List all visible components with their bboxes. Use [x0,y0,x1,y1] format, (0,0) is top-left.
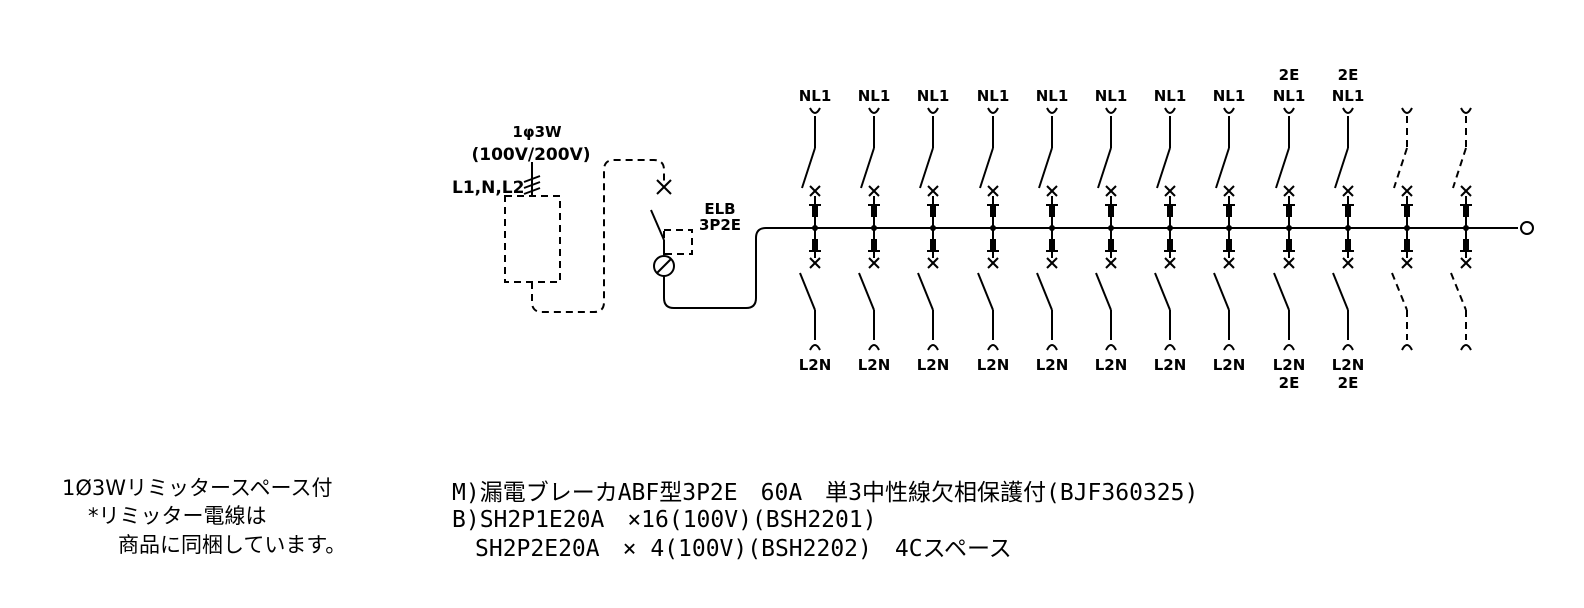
note-limiter-space: 1Ø3Wリミッタースペース付 [62,476,332,500]
branch-bottom-label: L2N [917,356,950,374]
limiter-space-box [504,195,561,283]
bus-terminal [1520,221,1534,235]
branch-circuits: NL1L2NNL1L2NNL1L2NNL1L2NNL1L2NNL1L2NNL1L… [799,66,1472,392]
branch-bottom-label: L2N [1095,356,1128,374]
branch-12 [1450,107,1472,351]
branch-top-label: NL1 [1095,87,1128,105]
spec-main-breaker: M)漏電ブレーカABF型3P2E 60A 単3中性線欠相保護付(BJF36032… [452,480,1198,506]
supply-voltage-label: (100V/200V) [471,145,590,165]
branch-top-label: NL1 [917,87,950,105]
bus-junction [871,225,877,231]
bus-junction [1108,225,1114,231]
limiter-wire [531,159,665,313]
branch-bottom-label: L2N [799,356,832,374]
branch-top-label: NL1 [977,87,1010,105]
branch-top-label: NL1 [1332,87,1365,105]
branch-bottom-extra-label: 2E [1338,374,1359,392]
bus-junction [1167,225,1173,231]
supply-phase-label: 1φ3W [512,123,562,141]
branch-bottom-label: L2N [1273,356,1306,374]
bus-junction [1286,225,1292,231]
bus-junction [1049,225,1055,231]
branch-bottom-extra-label: 2E [1279,374,1300,392]
supply-lines-label: L1,N,L2 [452,178,524,198]
supply-conductor [523,162,541,196]
spec-branch-breaker-2: SH2P2E20A × 4(100V)(BSH2202) 4Cスペース [452,536,1012,562]
bus-junction [1463,225,1469,231]
branch-top-label: NL1 [799,87,832,105]
branch-top-extra-label: 2E [1338,66,1359,84]
branch-bottom-label: L2N [1332,356,1365,374]
branch-top-label: NL1 [1213,87,1246,105]
branch-top-extra-label: 2E [1279,66,1300,84]
note-included: 商品に同梱しています。 [118,533,346,557]
spec-branch-breaker-1: B)SH2P1E20A ×16(100V)(BSH2201) [452,507,877,533]
bus-junction [990,225,996,231]
main-breaker-poles: 3P2E [699,216,741,234]
bus-junction [1404,225,1410,231]
branch-top-label: NL1 [1273,87,1306,105]
branch-bottom-label: L2N [1036,356,1069,374]
bus-junction [930,225,936,231]
main-breaker-symbol [650,179,693,298]
bus-junction [1226,225,1232,231]
branch-top-label: NL1 [1154,87,1187,105]
bus-junction [1345,225,1351,231]
branch-11 [1391,107,1413,351]
bus-junction [812,225,818,231]
branch-bottom-label: L2N [1154,356,1187,374]
main-breaker-name: ELB [704,200,735,218]
branch-bottom-label: L2N [977,356,1010,374]
note-limiter-wire: *リミッター電線は [88,504,267,528]
branch-top-label: NL1 [1036,87,1069,105]
branch-bottom-label: L2N [858,356,891,374]
branch-top-label: NL1 [858,87,891,105]
main-feeder [663,227,1518,309]
branch-bottom-label: L2N [1213,356,1246,374]
